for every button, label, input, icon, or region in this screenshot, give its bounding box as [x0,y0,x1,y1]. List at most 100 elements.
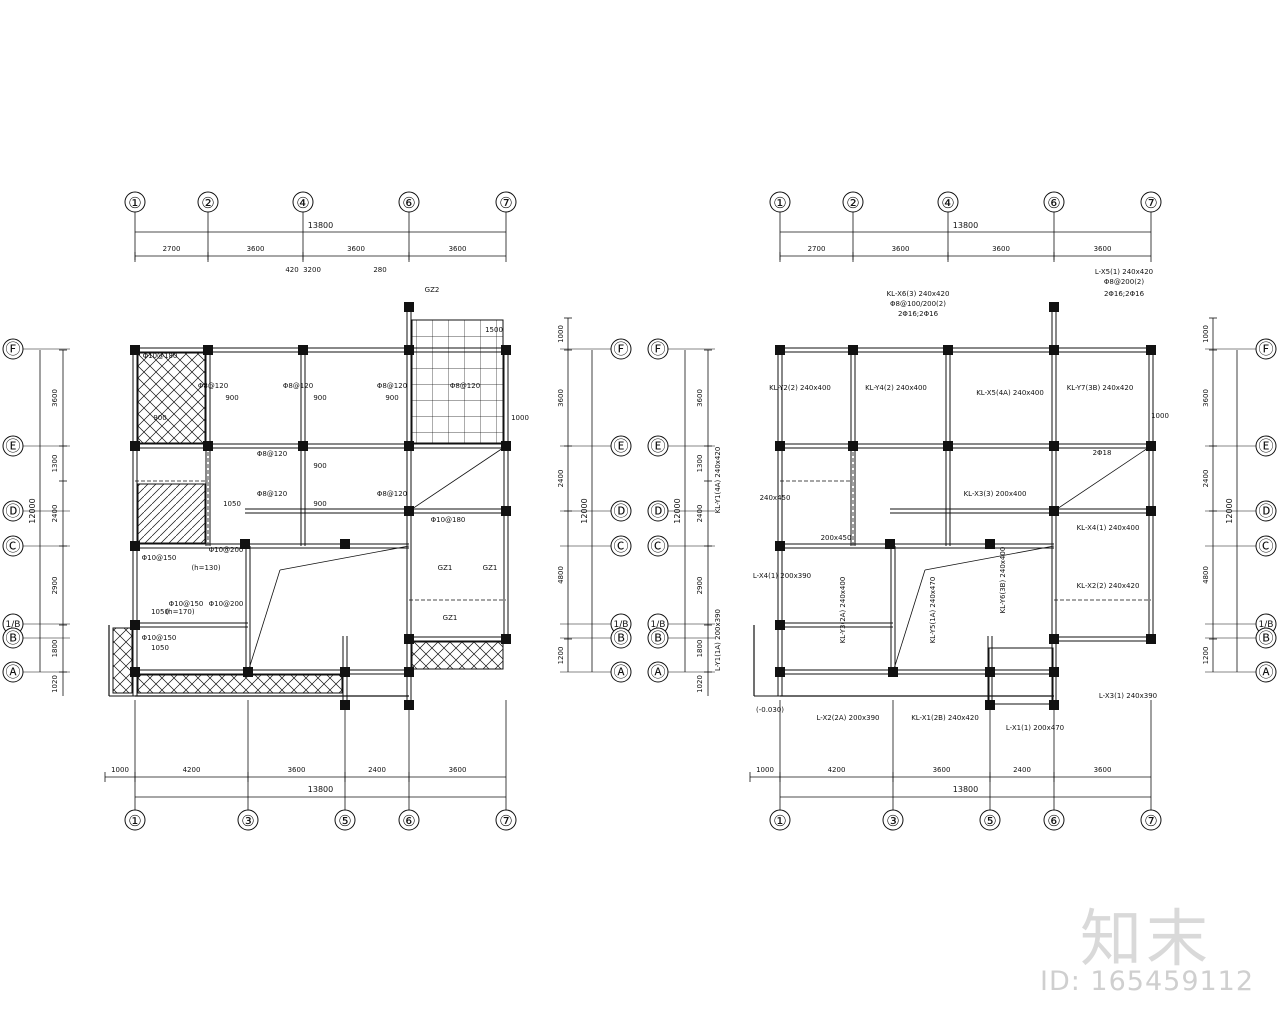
reinforcement-note: (h=170) [165,608,194,616]
row-axis-label-left: Ⓓ [5,502,20,520]
row-axis-label-right: Ⓐ [613,663,628,681]
right-dim-text: 4800 [1202,566,1210,584]
beam-note: KL-Y6(3B) 240x400 [999,547,1007,614]
bottom-axis-label: ⑤ [983,812,996,830]
row-axis-label-right: Ⓑ [613,629,628,647]
reinforcement-note: Φ10@150 [142,634,177,642]
beam-note: KL-Y7(3B) 240x420 [1067,384,1134,392]
column [1146,345,1156,355]
bottom-total-dim: 13800 [953,785,978,794]
row-axis-label-left: 1/B [6,620,21,630]
reinforcement-note: Φ10@200 [209,600,244,608]
left-dim-text: 3600 [51,389,59,407]
reinforcement-note: Φ10@150 [169,600,204,608]
row-axis-label-right: Ⓒ [613,537,628,555]
reinforcement-note: Φ10@150 [142,554,177,562]
column [501,634,511,644]
bottom-axis-label: ⑥ [1047,812,1060,830]
left-dim-text: 2900 [696,577,704,595]
reinforcement-note: Φ8@120 [377,490,407,498]
hatched-slab [411,641,504,670]
row-axis-label-right: Ⓑ [1258,629,1273,647]
row-axis-label-left: 1/B [651,620,666,630]
row-axis-label-left: Ⓑ [650,629,665,647]
left-dim-text: 2400 [696,505,704,523]
beam-note: KL-Y2(2) 240x400 [769,384,831,392]
reinforcement-note: Φ8@120 [257,450,287,458]
bottom-dim-text: 2400 [368,766,386,774]
top-total-dim: 13800 [953,221,978,230]
row-axis-label-right: 1/B [1259,620,1274,630]
right-dim-text: 2400 [557,470,565,488]
beam-note: 2Φ16;2Φ16 [898,310,939,318]
reinforcement-note: 1500 [485,326,503,334]
beam-note: KL-X6(3) 240x420 [887,290,950,298]
left-dim-text: 1020 [51,675,59,693]
beam-note: 2Φ18 [1093,449,1112,457]
bottom-dim-text: 3600 [288,766,306,774]
column [404,634,414,644]
top-dim-text: 3600 [247,245,265,253]
bottom-dim-text: 4200 [183,766,201,774]
column [203,441,213,451]
reinforcement-note: 1050 [151,608,169,616]
slab-opening [988,647,1054,705]
reinforcement-note: GZ2 [425,286,440,294]
watermark-logo: 知末 [1080,902,1213,975]
beam-note: L-X3(1) 240x390 [1099,692,1157,700]
column [775,441,785,451]
row-axis-label-left: Ⓒ [5,537,20,555]
top-axis-label: ⑥ [402,194,415,212]
beam-note: 1000 [1151,412,1169,420]
reinforcement-note: 900 [153,414,166,422]
reinforcement-note: 900 [313,394,326,402]
column [1049,634,1059,644]
top-axis-label: ① [773,194,786,212]
bottom-dim-text: 4200 [828,766,846,774]
column [240,539,250,549]
column [340,539,350,549]
diag-slab [137,483,206,544]
right-dim-text: 1200 [1202,647,1210,665]
left-dim-text: 2900 [51,577,59,595]
column [130,441,140,451]
beam-note: L-X5(1) 240x420 [1095,268,1153,276]
column [1146,634,1156,644]
reinforcement-note: 420 [285,266,298,274]
right-dim-text: 3600 [1202,389,1210,407]
hatched-slab [137,674,343,694]
reinforcement-note: 900 [313,500,326,508]
row-axis-label-left: Ⓒ [650,537,665,555]
column [1049,441,1059,451]
row-axis-label-right: Ⓔ [613,437,628,455]
column [404,441,414,451]
hatched-slab [112,627,133,694]
bottom-axis-label: ① [128,812,141,830]
reinforcement-note: Φ10@180 [143,352,178,360]
top-axis-label: ② [846,194,859,212]
bottom-axis-label: ① [773,812,786,830]
beam-note: 200x450 [821,534,852,542]
column [501,345,511,355]
column [1049,345,1059,355]
reinforcement-note: 900 [225,394,238,402]
column [1146,506,1156,516]
top-total-dim: 13800 [308,221,333,230]
hatched-slab [137,352,206,444]
top-dim-text: 3600 [449,245,467,253]
reinforcement-note: Φ8@120 [450,382,480,390]
column [885,539,895,549]
top-axis-label: ④ [296,194,309,212]
watermark-id: ID: 165459112 [1040,966,1255,997]
stair-diagonal [1053,445,1152,512]
stair-diagonal [408,445,507,512]
right-total-dim: 12000 [580,498,589,523]
beam-note: KL-Y1(4A) 240x420 [714,447,722,514]
column [340,700,350,710]
column [130,667,140,677]
row-axis-label-left: Ⓕ [650,340,665,358]
column [298,441,308,451]
